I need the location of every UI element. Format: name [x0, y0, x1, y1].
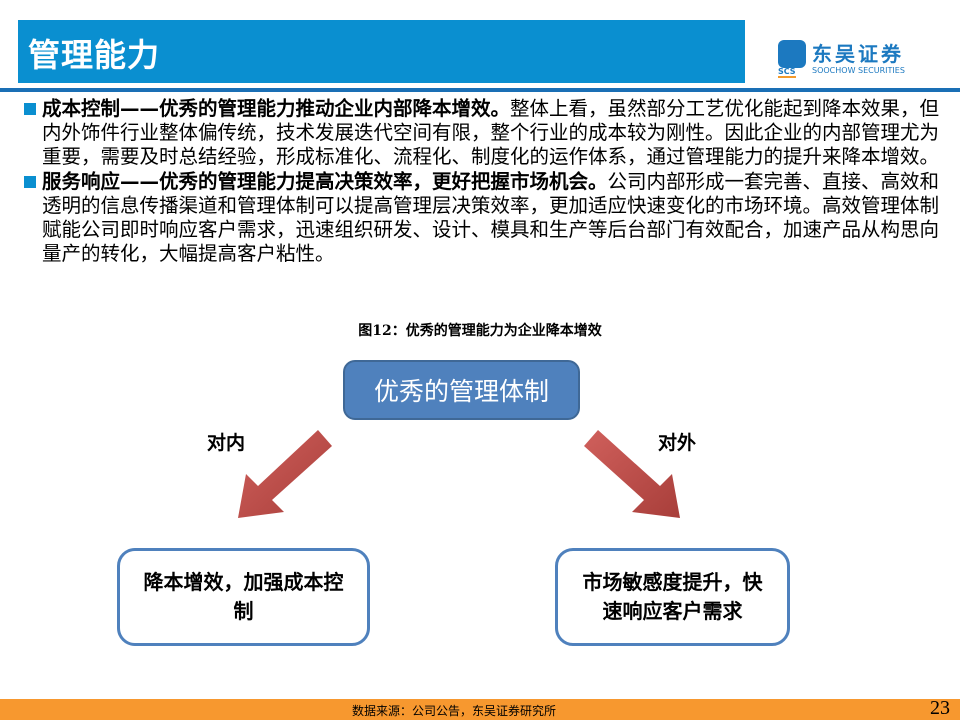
box-cost-reduction: 降本增效，加强成本控制 [117, 548, 370, 646]
body-text: 成本控制——优秀的管理能力推动企业内部降本增效。整体上看，虽然部分工艺优化能起到… [22, 97, 950, 266]
figure-title: 图12：优秀的管理能力为企业降本增效 [358, 323, 602, 339]
bullet-heading: 服务响应——优秀的管理能力提高决策效率，更好把握市场机会。 [42, 169, 608, 193]
footer-bar: 数据来源：公司公告，东吴证券研究所 23 [0, 697, 960, 720]
page-number: 23 [930, 697, 950, 719]
logo-en: SOOCHOW SECURITIES [812, 66, 905, 75]
bullet-cost-control: 成本控制——优秀的管理能力推动企业内部降本增效。整体上看，虽然部分工艺优化能起到… [22, 97, 950, 170]
bullet-heading: 成本控制——优秀的管理能力推动企业内部降本增效。 [42, 97, 511, 120]
bullet-service-response: 服务响应——优秀的管理能力提高决策效率，更好把握市场机会。公司内部形成一套完善、… [22, 170, 950, 267]
bullet-text: 公司内部形成一套完善、直接、高效和透明的信息传播渠道和管理体制可以提高管理层决策… [42, 169, 940, 266]
arrow-down-left-icon [238, 430, 332, 518]
bullet-text: 整体上看，虽然部分工艺优化能起到降本效果，但内外饰件行业整体偏传统，技术发展迭代… [42, 97, 940, 169]
page-title: 管理能力 [28, 36, 161, 74]
logo-icon [778, 40, 806, 68]
top-box-management-system: 优秀的管理体制 [343, 360, 580, 420]
label-external: 对外 [658, 432, 697, 454]
arrow-down-right-icon [584, 430, 680, 518]
company-logo: SCS 东吴证券 SOOCHOW SECURITIES [778, 40, 948, 80]
data-source: 数据来源：公司公告，东吴证券研究所 [352, 704, 557, 718]
box-market-response: 市场敏感度提升，快速响应客户需求 [555, 548, 790, 646]
logo-mark-text: SCS [778, 67, 796, 78]
square-bullet-icon [24, 103, 36, 115]
label-internal: 对内 [207, 432, 246, 454]
logo-cn: 东吴证券 [812, 42, 904, 66]
header-divider [0, 88, 960, 92]
square-bullet-icon [24, 175, 36, 188]
header-bar: 管理能力 [18, 20, 745, 83]
